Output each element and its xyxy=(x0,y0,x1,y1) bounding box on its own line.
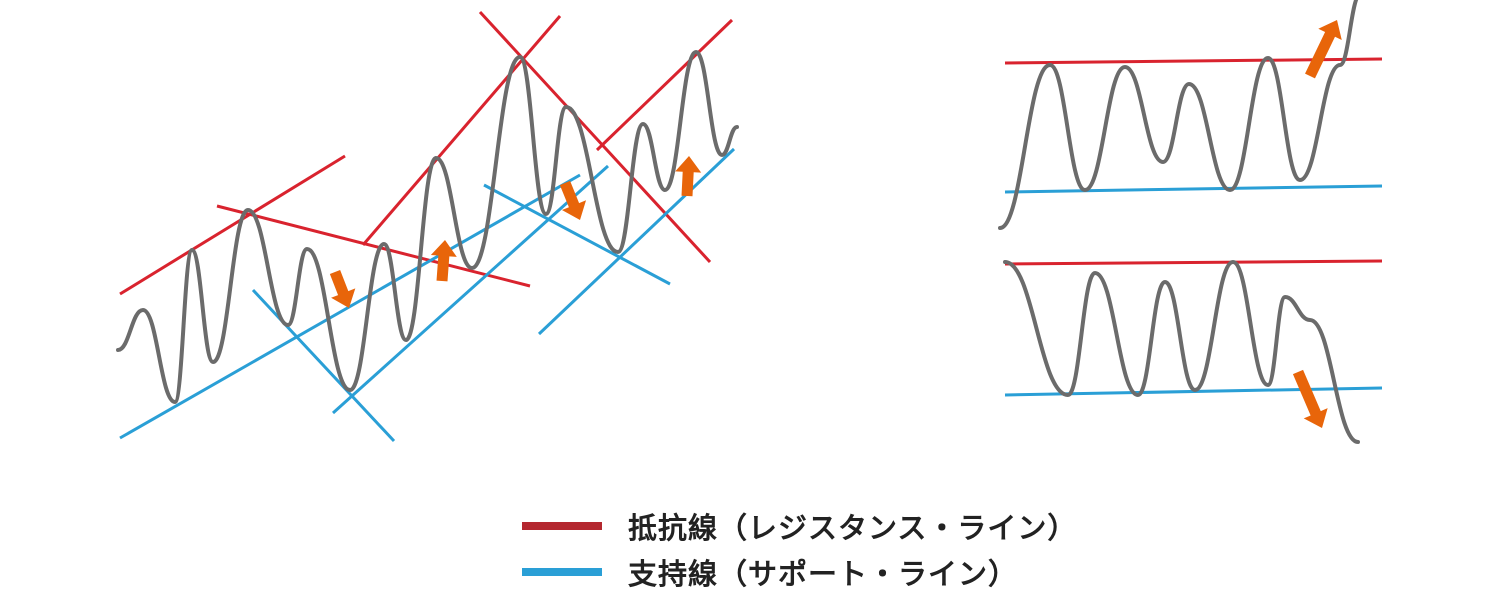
support-line xyxy=(483,183,671,286)
price-curve xyxy=(1003,260,1360,444)
support-line xyxy=(1004,184,1383,194)
resistance-line xyxy=(216,204,531,288)
resistance-line xyxy=(478,10,712,264)
price-curve xyxy=(116,50,739,404)
support-line xyxy=(251,288,396,443)
support-swatch xyxy=(522,568,602,576)
arrow-shape xyxy=(1305,19,1342,79)
resistance-swatch xyxy=(522,522,602,530)
breakout-arrow-icon xyxy=(329,270,356,308)
resistance-label: 抵抗線（レジスタンス・ライン） xyxy=(628,511,1078,545)
resistance-line xyxy=(595,18,734,152)
arrow-shape xyxy=(329,270,356,308)
breakout-arrow-icon xyxy=(675,156,702,197)
resistance-line xyxy=(1004,259,1383,266)
arrow-shape xyxy=(1292,369,1328,428)
resistance-line xyxy=(1004,57,1383,65)
arrow-shape xyxy=(675,156,702,197)
price-curves xyxy=(116,0,1360,444)
support-line xyxy=(331,164,610,415)
resistance-line xyxy=(119,154,346,296)
trend-lines xyxy=(119,10,1383,443)
breakout-arrows xyxy=(329,19,1342,428)
support-line xyxy=(537,147,736,336)
legend-item-support: 支持線（サポート・ライン） xyxy=(522,549,1077,595)
legend-item-resistance: 抵抗線（レジスタンス・ライン） xyxy=(522,503,1077,549)
arrow-shape xyxy=(430,240,457,282)
price-curve xyxy=(998,0,1359,230)
breakout-arrow-icon xyxy=(1292,369,1328,428)
support-label: 支持線（サポート・ライン） xyxy=(628,557,1019,591)
resistance-line xyxy=(361,15,562,246)
breakout-arrow-icon xyxy=(430,240,457,282)
support-line xyxy=(119,173,581,440)
legend: 抵抗線（レジスタンス・ライン） 支持線（サポート・ライン） xyxy=(522,503,1077,595)
breakout-arrow-icon xyxy=(1305,19,1342,79)
arrow-shape xyxy=(559,180,587,221)
breakout-arrow-icon xyxy=(559,180,587,221)
